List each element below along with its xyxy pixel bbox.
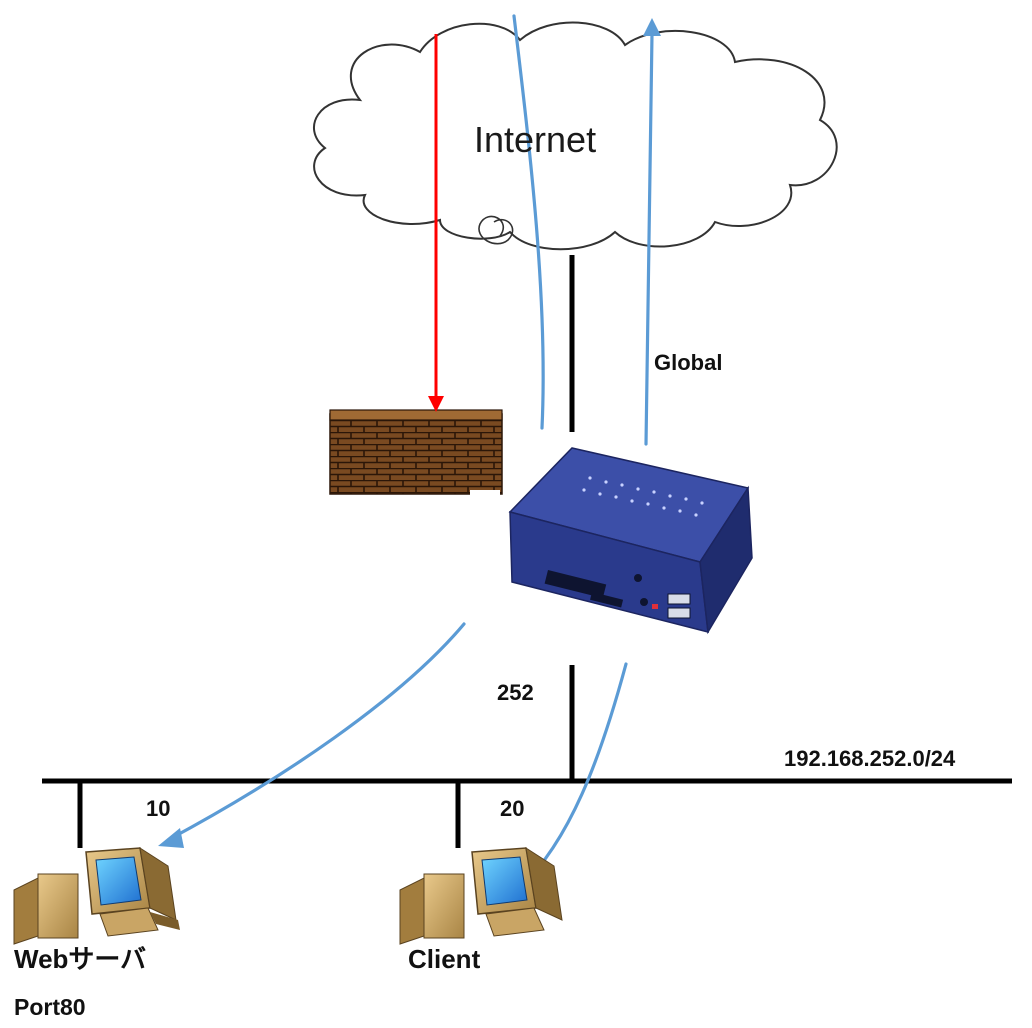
- router-icon: [508, 447, 753, 635]
- client-name-label: Client: [408, 944, 481, 974]
- client-host-label: 20: [500, 796, 525, 821]
- cloud-swirl: [478, 215, 514, 245]
- internet-cloud: [313, 21, 838, 251]
- webserver-name-label: Webサーバ: [14, 944, 147, 974]
- router-host-label: 252: [497, 680, 534, 705]
- webserver-host-label: 10: [146, 796, 171, 821]
- internet-label: Internet: [474, 119, 597, 160]
- outbound-arrowhead: [643, 18, 661, 36]
- subnet-label: 192.168.252.0/24: [784, 746, 956, 771]
- inbound-flow-upper: [512, 14, 545, 430]
- webserver-port-label: Port80: [14, 994, 86, 1020]
- webserver-computer: [13, 846, 180, 945]
- client-computer: [399, 846, 563, 945]
- firewall-icon: [329, 409, 503, 496]
- global-label: Global: [654, 350, 723, 375]
- cloud-icon: [313, 21, 838, 251]
- blocked-flow-arrow: [428, 34, 444, 412]
- inbound-flow-lower: [166, 622, 466, 842]
- outbound-flow-upper: [644, 32, 654, 446]
- webserver-arrowhead: [158, 828, 184, 848]
